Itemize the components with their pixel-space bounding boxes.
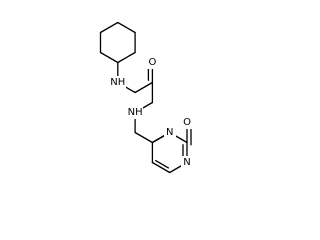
linker-chain xyxy=(117,61,171,144)
atom-o-amide: O xyxy=(148,57,156,68)
bond xyxy=(117,51,136,64)
chemical-structure-diagram: NH O NH N O N xyxy=(99,21,193,174)
label-backdrop xyxy=(181,156,193,169)
double-bond xyxy=(151,161,171,174)
double-bond xyxy=(155,159,170,169)
bond xyxy=(134,81,154,94)
label-backdrop xyxy=(181,116,193,129)
atom-labels: NH O NH N O N xyxy=(110,56,193,169)
bond xyxy=(99,51,119,64)
bond xyxy=(117,21,136,34)
label-backdrop xyxy=(110,76,126,89)
label-backdrop xyxy=(127,106,143,119)
bond xyxy=(99,21,119,34)
label-backdrop xyxy=(164,126,176,139)
atom-nh-amide: NH xyxy=(110,77,125,88)
label-backdrop xyxy=(146,56,158,69)
atom-n-ring-3: N xyxy=(183,157,190,168)
atom-nh-amine: NH xyxy=(128,107,143,118)
atom-n-ring-1: N xyxy=(166,127,173,138)
cyclohexyl-ring xyxy=(99,21,136,64)
atom-o-ring: O xyxy=(183,117,191,128)
bond xyxy=(134,131,154,144)
